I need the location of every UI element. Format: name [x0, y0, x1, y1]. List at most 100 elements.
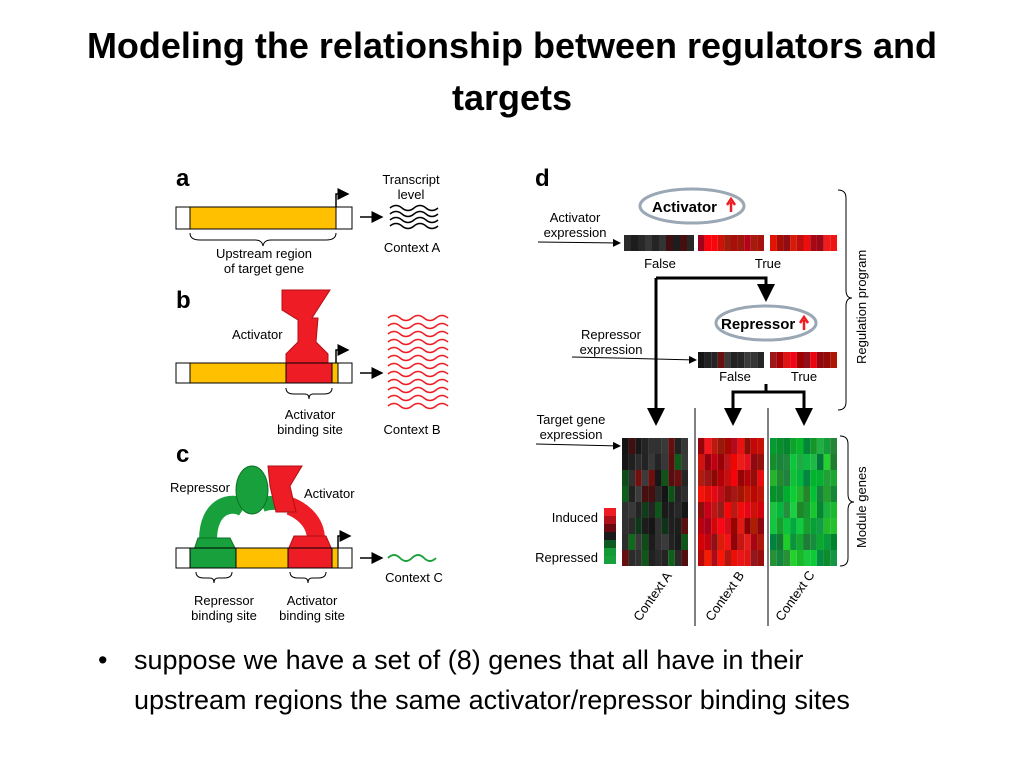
repressor-true-cell	[796, 352, 804, 368]
heatmap-c-cell	[823, 534, 831, 550]
heatmap-c-cell	[796, 502, 804, 518]
heatmap-a-cell	[622, 518, 629, 534]
color-scale-step	[604, 540, 616, 548]
gene-flank-right-b	[337, 362, 353, 384]
heatmap-a-cell	[681, 470, 688, 486]
repressor-false-label: False	[719, 369, 751, 384]
repressor-false-cell	[731, 352, 738, 368]
heatmap-a-cell	[628, 534, 636, 550]
transcript-level-1: Transcript	[382, 172, 440, 187]
activator-true-2-cell	[823, 235, 831, 251]
heatmap-a-cell	[668, 454, 675, 470]
heatmap-a-cell	[681, 518, 688, 534]
panel-d-letter: d	[535, 165, 550, 192]
heatmap-b-cell	[704, 550, 712, 566]
heatmap-b-cell	[717, 454, 725, 470]
panel-a: a Upstream region of target gene Transcr…	[175, 165, 441, 276]
bullet-list: • suppose we have a set of (8) genes tha…	[98, 640, 918, 720]
heatmap-c-cell	[783, 438, 791, 454]
heatmap-b-cell	[711, 502, 718, 518]
heatmap-a-cell	[674, 502, 682, 518]
heatmap-context-a	[622, 438, 688, 566]
heatmap-a-cell	[674, 534, 682, 550]
heatmap-c-cell	[783, 534, 791, 550]
repressor-false-cell	[757, 352, 764, 368]
heatmap-b-cell	[717, 518, 725, 534]
heatmap-c-cell	[816, 502, 824, 518]
heatmap-a-cell	[622, 438, 629, 454]
heatmap-a-cell	[648, 454, 655, 470]
heatmap-b-cell	[750, 550, 758, 566]
rep-site-label-1: Repressor	[194, 593, 255, 608]
heatmap-c-cell	[823, 470, 831, 486]
heatmap-b-cell	[698, 550, 705, 566]
heatmap-b-cell	[698, 518, 705, 534]
repressor-true-cell	[783, 352, 791, 368]
heatmap-c-cell	[790, 534, 797, 550]
activator-false-label: False	[644, 256, 676, 271]
heatmap-b-cell	[717, 534, 725, 550]
upstream-region-c2	[331, 547, 339, 569]
heatmap-a-cell	[635, 502, 642, 518]
activator-site-c	[287, 547, 333, 569]
color-scale-step	[604, 556, 616, 564]
heatmap-b-cell	[698, 470, 705, 486]
activator-expr-arrow	[537, 238, 621, 247]
repressor-true-cell	[776, 352, 784, 368]
heatmap-c-cell	[783, 486, 791, 502]
heatmap-b-cell	[744, 470, 751, 486]
heatmap-c-cell	[823, 486, 831, 502]
repressor-false-cell	[698, 352, 705, 368]
heatmap-b-cell	[737, 438, 745, 454]
heatmap-c-cell	[823, 454, 831, 470]
heatmap-b-cell	[704, 534, 712, 550]
heatmap-a-cell	[622, 486, 629, 502]
heatmap-c-cell	[823, 438, 831, 454]
heatmap-b-cell	[757, 470, 764, 486]
heatmap-a-cell	[641, 454, 649, 470]
heatmap-c-cell	[810, 470, 817, 486]
heatmap-c-cell	[770, 470, 777, 486]
heatmap-b-cell	[744, 502, 751, 518]
transcription-start-arrow	[335, 188, 350, 207]
repressor-false-cell	[744, 352, 751, 368]
repressor-node-label: Repressor	[721, 316, 795, 333]
repressor-arm	[199, 495, 249, 541]
activator-expr-label-1: Activator	[550, 210, 601, 225]
activator-false-cell	[680, 235, 687, 251]
heatmap-c-cell	[830, 470, 837, 486]
heatmap-a-cell	[661, 502, 669, 518]
site-brace-b	[285, 387, 333, 400]
color-scale-step	[604, 516, 616, 524]
act-site-label-2-c: binding site	[279, 608, 345, 623]
heatmap-b-cell	[737, 454, 745, 470]
context-a-label: Context A	[384, 240, 441, 255]
upstream-region-b	[189, 362, 287, 384]
panel-b: b Activator Activator binding site Conte…	[175, 287, 449, 437]
transcription-start-arrow-c	[337, 530, 352, 548]
activator-up-icon	[725, 196, 737, 212]
heatmap-b-cell	[744, 454, 751, 470]
heatmap-a-cell	[628, 470, 636, 486]
heatmap-c-cell	[803, 518, 811, 534]
heatmap-a-cell	[628, 502, 636, 518]
transcript-wave-c	[387, 554, 437, 562]
heatmap-c-cell	[810, 502, 817, 518]
heatmap-a-cell	[681, 534, 688, 550]
heatmap-context-c	[770, 438, 837, 566]
heatmap-c-cell	[830, 486, 837, 502]
heatmap-c-cell	[776, 470, 784, 486]
gene-flank-left	[175, 206, 191, 230]
repressor-true-cell	[823, 352, 831, 368]
activator-site-label-2: binding site	[277, 422, 343, 437]
heatmap-b-cell	[744, 534, 751, 550]
heatmap-a-cell	[661, 486, 669, 502]
heatmap-b-cell	[724, 486, 731, 502]
heatmap-a-cell	[635, 486, 642, 502]
heatmap-c-cell	[810, 486, 817, 502]
transcription-start-arrow-b	[335, 344, 350, 363]
heatmap-b-cell	[731, 438, 738, 454]
panel-a-letter: a	[176, 165, 190, 192]
activator-true-1-cell	[757, 235, 764, 251]
heatmap-c-cell	[790, 502, 797, 518]
